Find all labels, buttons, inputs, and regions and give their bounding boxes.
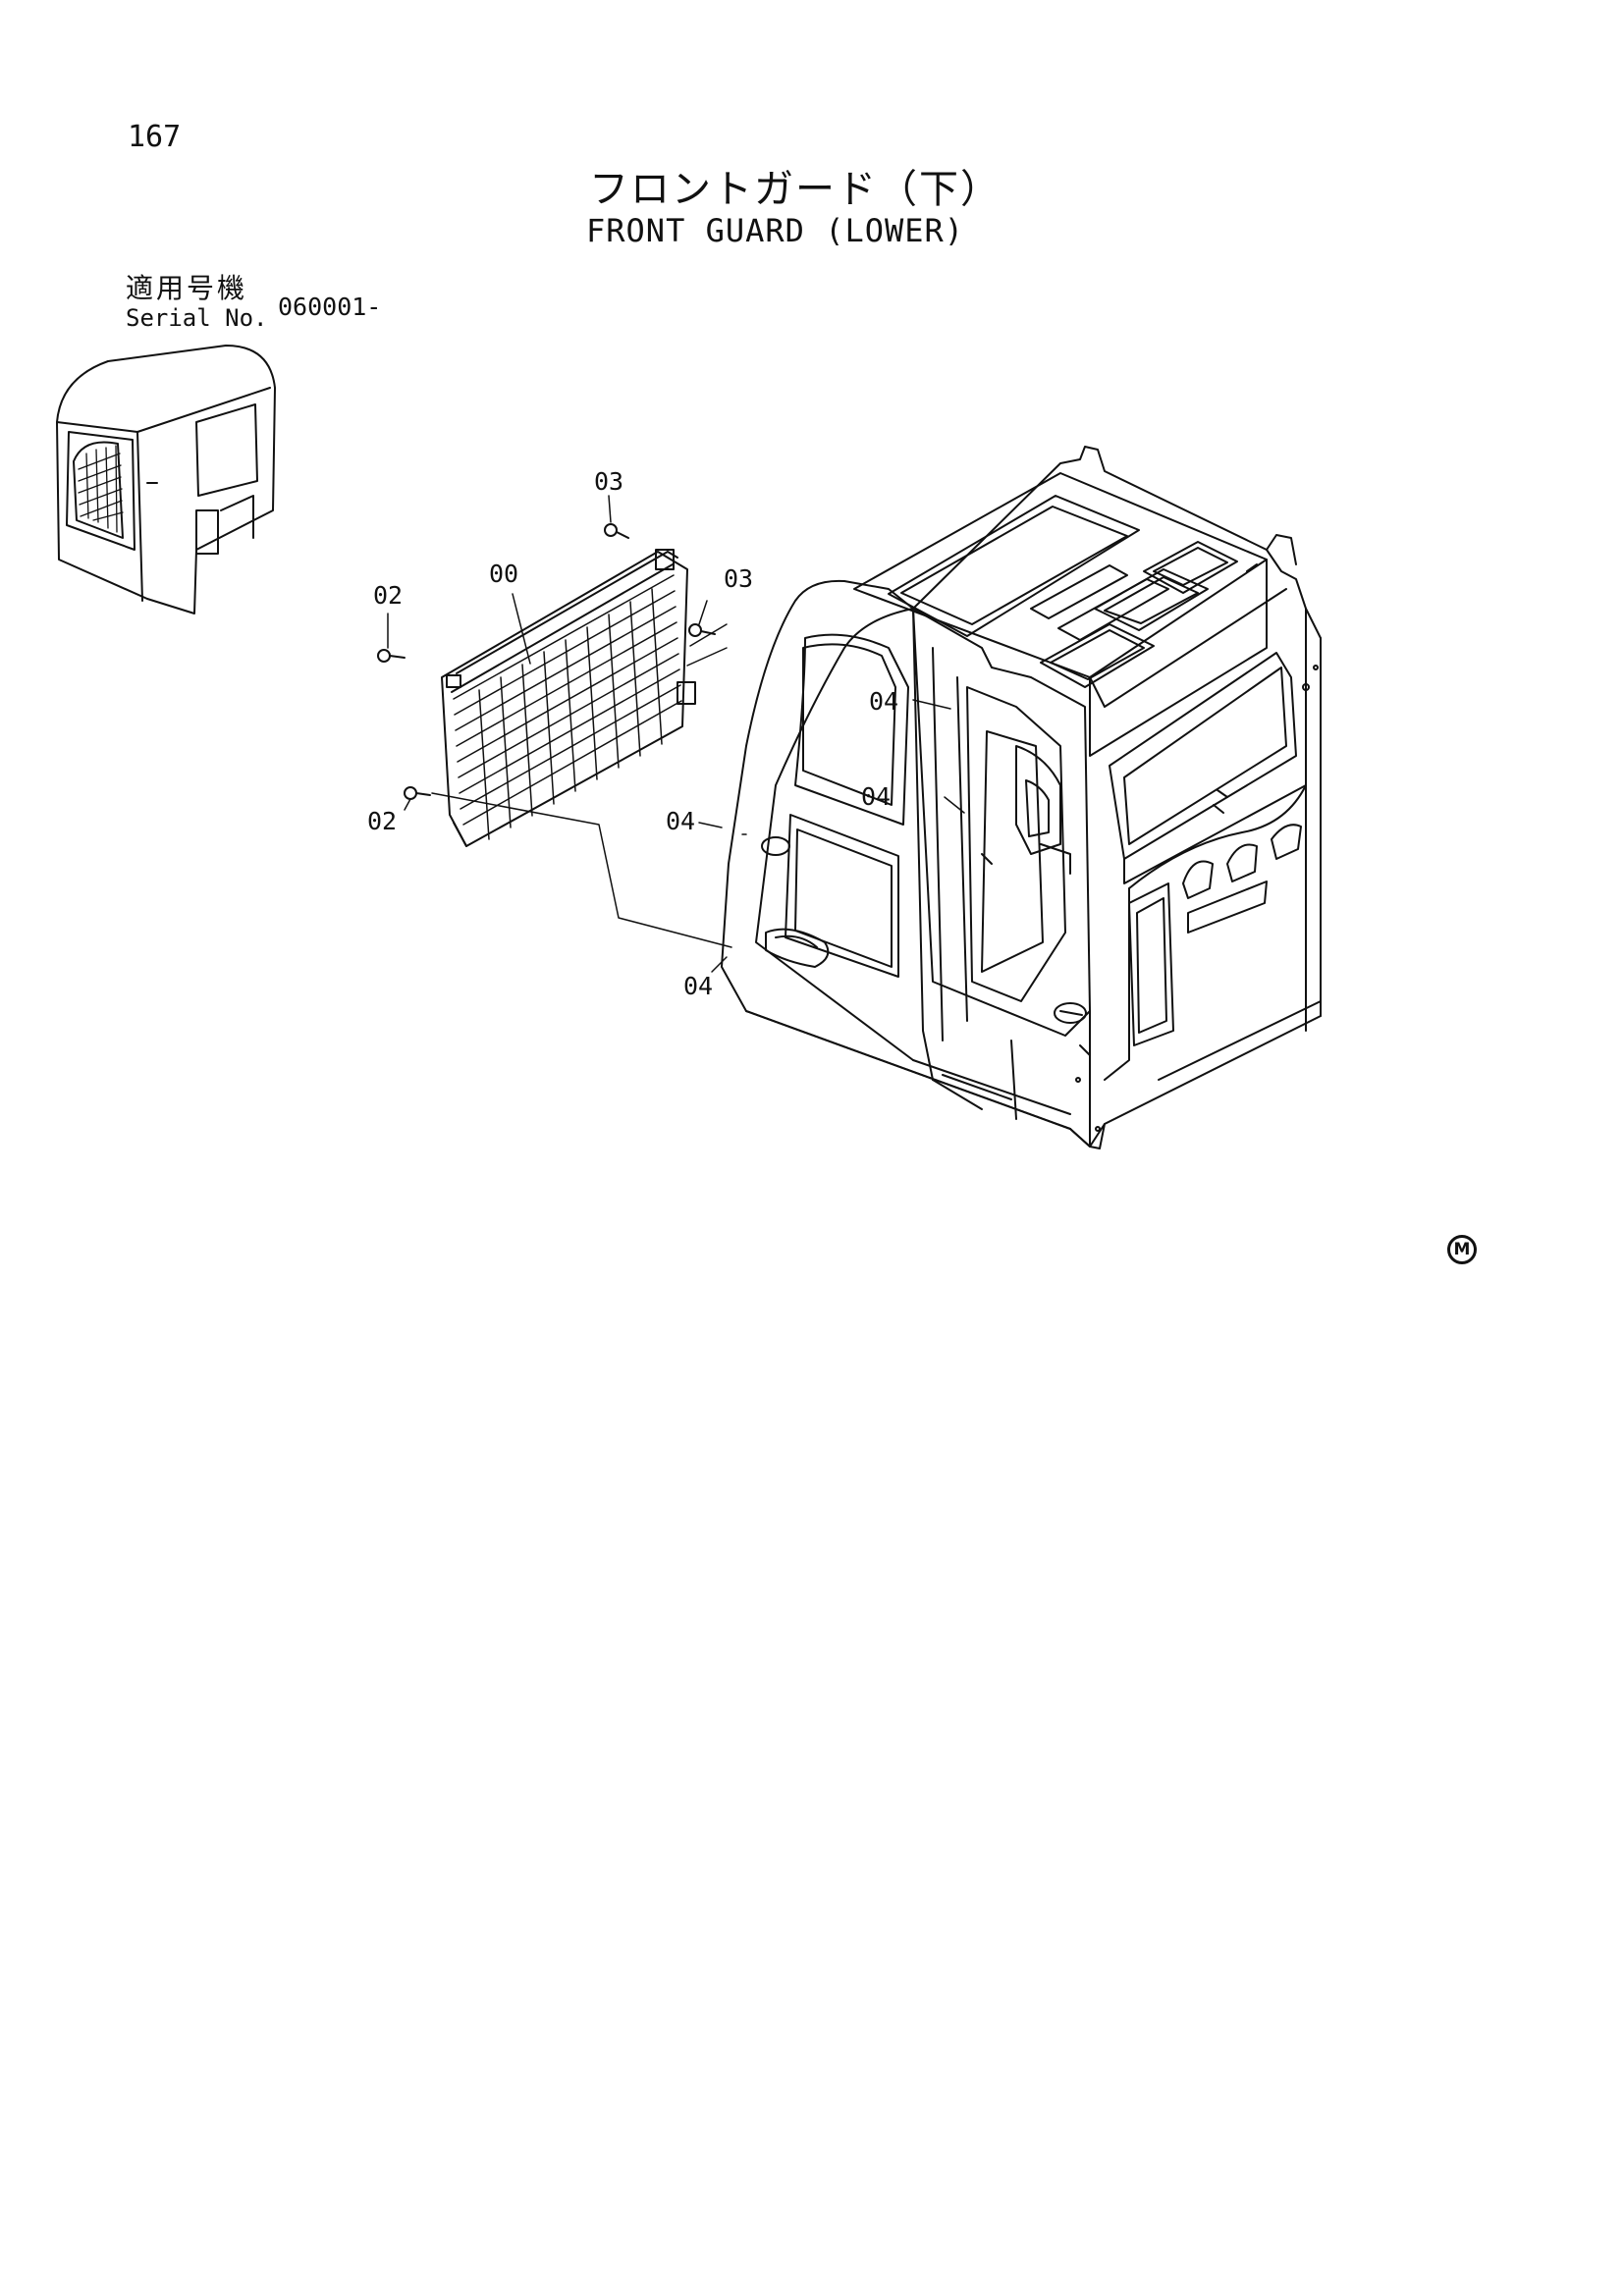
callout-04-left: 04 <box>666 807 696 835</box>
front-guard-mesh-panel <box>441 549 696 847</box>
mesh-grid <box>453 574 682 840</box>
operator-cab-illustration <box>721 446 1322 1149</box>
bolt-02-upper <box>377 649 406 663</box>
callout-03-upper: 03 <box>594 467 624 496</box>
callout-04-middle: 04 <box>861 782 892 811</box>
title-japanese: フロントガード（下） <box>589 167 1001 212</box>
bolt-02-lower <box>404 786 431 800</box>
serial-label-japanese: 適用号機 <box>126 272 248 304</box>
callout-02-upper: 02 <box>373 581 404 610</box>
callout-04-upper: 04 <box>869 687 899 716</box>
leader-lines <box>387 495 965 973</box>
thumbnail-cab-illustration <box>56 345 276 614</box>
title-english: FRONT GUARD (LOWER) <box>586 212 965 249</box>
page-number: 167 <box>128 120 182 154</box>
m-mark-symbol: M <box>1447 1235 1477 1264</box>
serial-number-value: 060001- <box>278 293 382 321</box>
callout-04-lower: 04 <box>683 972 714 1000</box>
callout-03-right: 03 <box>724 564 754 593</box>
serial-label-english: Serial No. <box>126 304 268 332</box>
bolt-03-upper <box>604 523 629 539</box>
callout-00: 00 <box>489 560 519 588</box>
bolt-03-right <box>688 623 716 637</box>
callout-02-lower: 02 <box>367 807 398 835</box>
